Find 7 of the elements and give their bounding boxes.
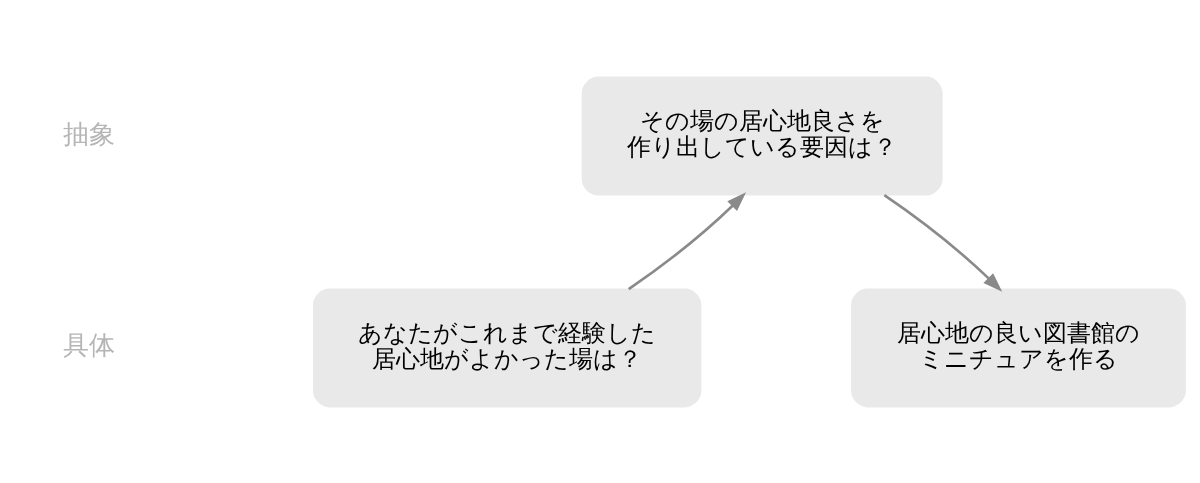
node-box: その場の居心地良さを作り出している要因は？ — [581, 76, 943, 196]
label: 具体 — [62, 329, 115, 360]
arrow — [883, 193, 1003, 292]
arrow — [627, 191, 747, 290]
node-box: あなたがこれまで経験した居心地がよかった場は？ — [312, 287, 702, 407]
label: 抽象 — [62, 118, 115, 149]
node-box: 居心地の良い図書館のミニチュアを作る — [851, 287, 1186, 407]
